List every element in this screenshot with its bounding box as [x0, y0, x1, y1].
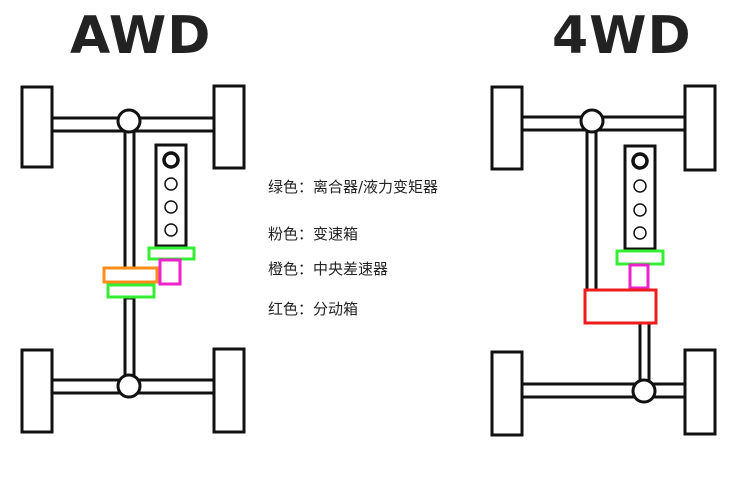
4wd-wheel-front-right: [683, 84, 717, 172]
awd-wheel-front-left: [20, 85, 54, 169]
4wd-wheel-rear-right: [683, 348, 717, 436]
4wd-rear-driveshaft: [638, 321, 651, 387]
awd-wheel-rear-left: [20, 348, 54, 434]
awd-rear-differential: [116, 373, 142, 399]
awd-center-differential: [102, 266, 159, 284]
4wd-gearbox: [628, 263, 650, 290]
awd-wheel-front-right: [212, 84, 246, 170]
4wd-clutch: [615, 249, 665, 266]
awd-clutch-lower: [106, 283, 156, 299]
awd-cylinder-4: [164, 223, 178, 237]
4wd-cylinder-1: [631, 152, 649, 170]
awd-colored-components: [102, 246, 196, 299]
4wd-rear-differential: [631, 378, 657, 404]
legend-gearbox: 粉色：变速箱: [268, 225, 359, 243]
4wd-front-differential: [579, 108, 605, 134]
legend-transfer-case: 红色：分动箱: [268, 300, 359, 318]
4wd-title: 4WD: [552, 6, 692, 66]
awd-drivetrain: [20, 84, 246, 434]
awd-cylinder-3: [164, 200, 178, 214]
awd-front-differential: [116, 108, 142, 134]
legend-center-differential: 橙色：中央差速器: [268, 260, 389, 278]
4wd-rear-axle: [520, 382, 687, 399]
awd-gearbox: [158, 258, 182, 286]
awd-driveshaft-rear: [123, 296, 136, 384]
4wd-cylinder-4: [633, 226, 647, 240]
awd-clutch-upper: [147, 246, 196, 261]
awd-cylinder-1: [162, 151, 180, 169]
4wd-wheel-front-left: [490, 85, 524, 171]
awd-cylinder-2: [164, 177, 178, 191]
awd-title: AWD: [70, 6, 212, 66]
4wd-front-driveshaft: [585, 128, 598, 294]
awd-wheel-rear-right: [212, 347, 246, 434]
4wd-wheel-rear-left: [490, 350, 524, 437]
4wd-drivetrain: [490, 84, 717, 437]
4wd-cylinder-2: [633, 179, 647, 193]
awd-driveshaft-front: [123, 128, 136, 272]
4wd-colored-components: [583, 249, 665, 325]
4wd-transfer-case: [583, 288, 658, 325]
legend-clutch: 绿色：离合器/液力变矩器: [268, 178, 439, 196]
4wd-cylinder-3: [633, 203, 647, 217]
